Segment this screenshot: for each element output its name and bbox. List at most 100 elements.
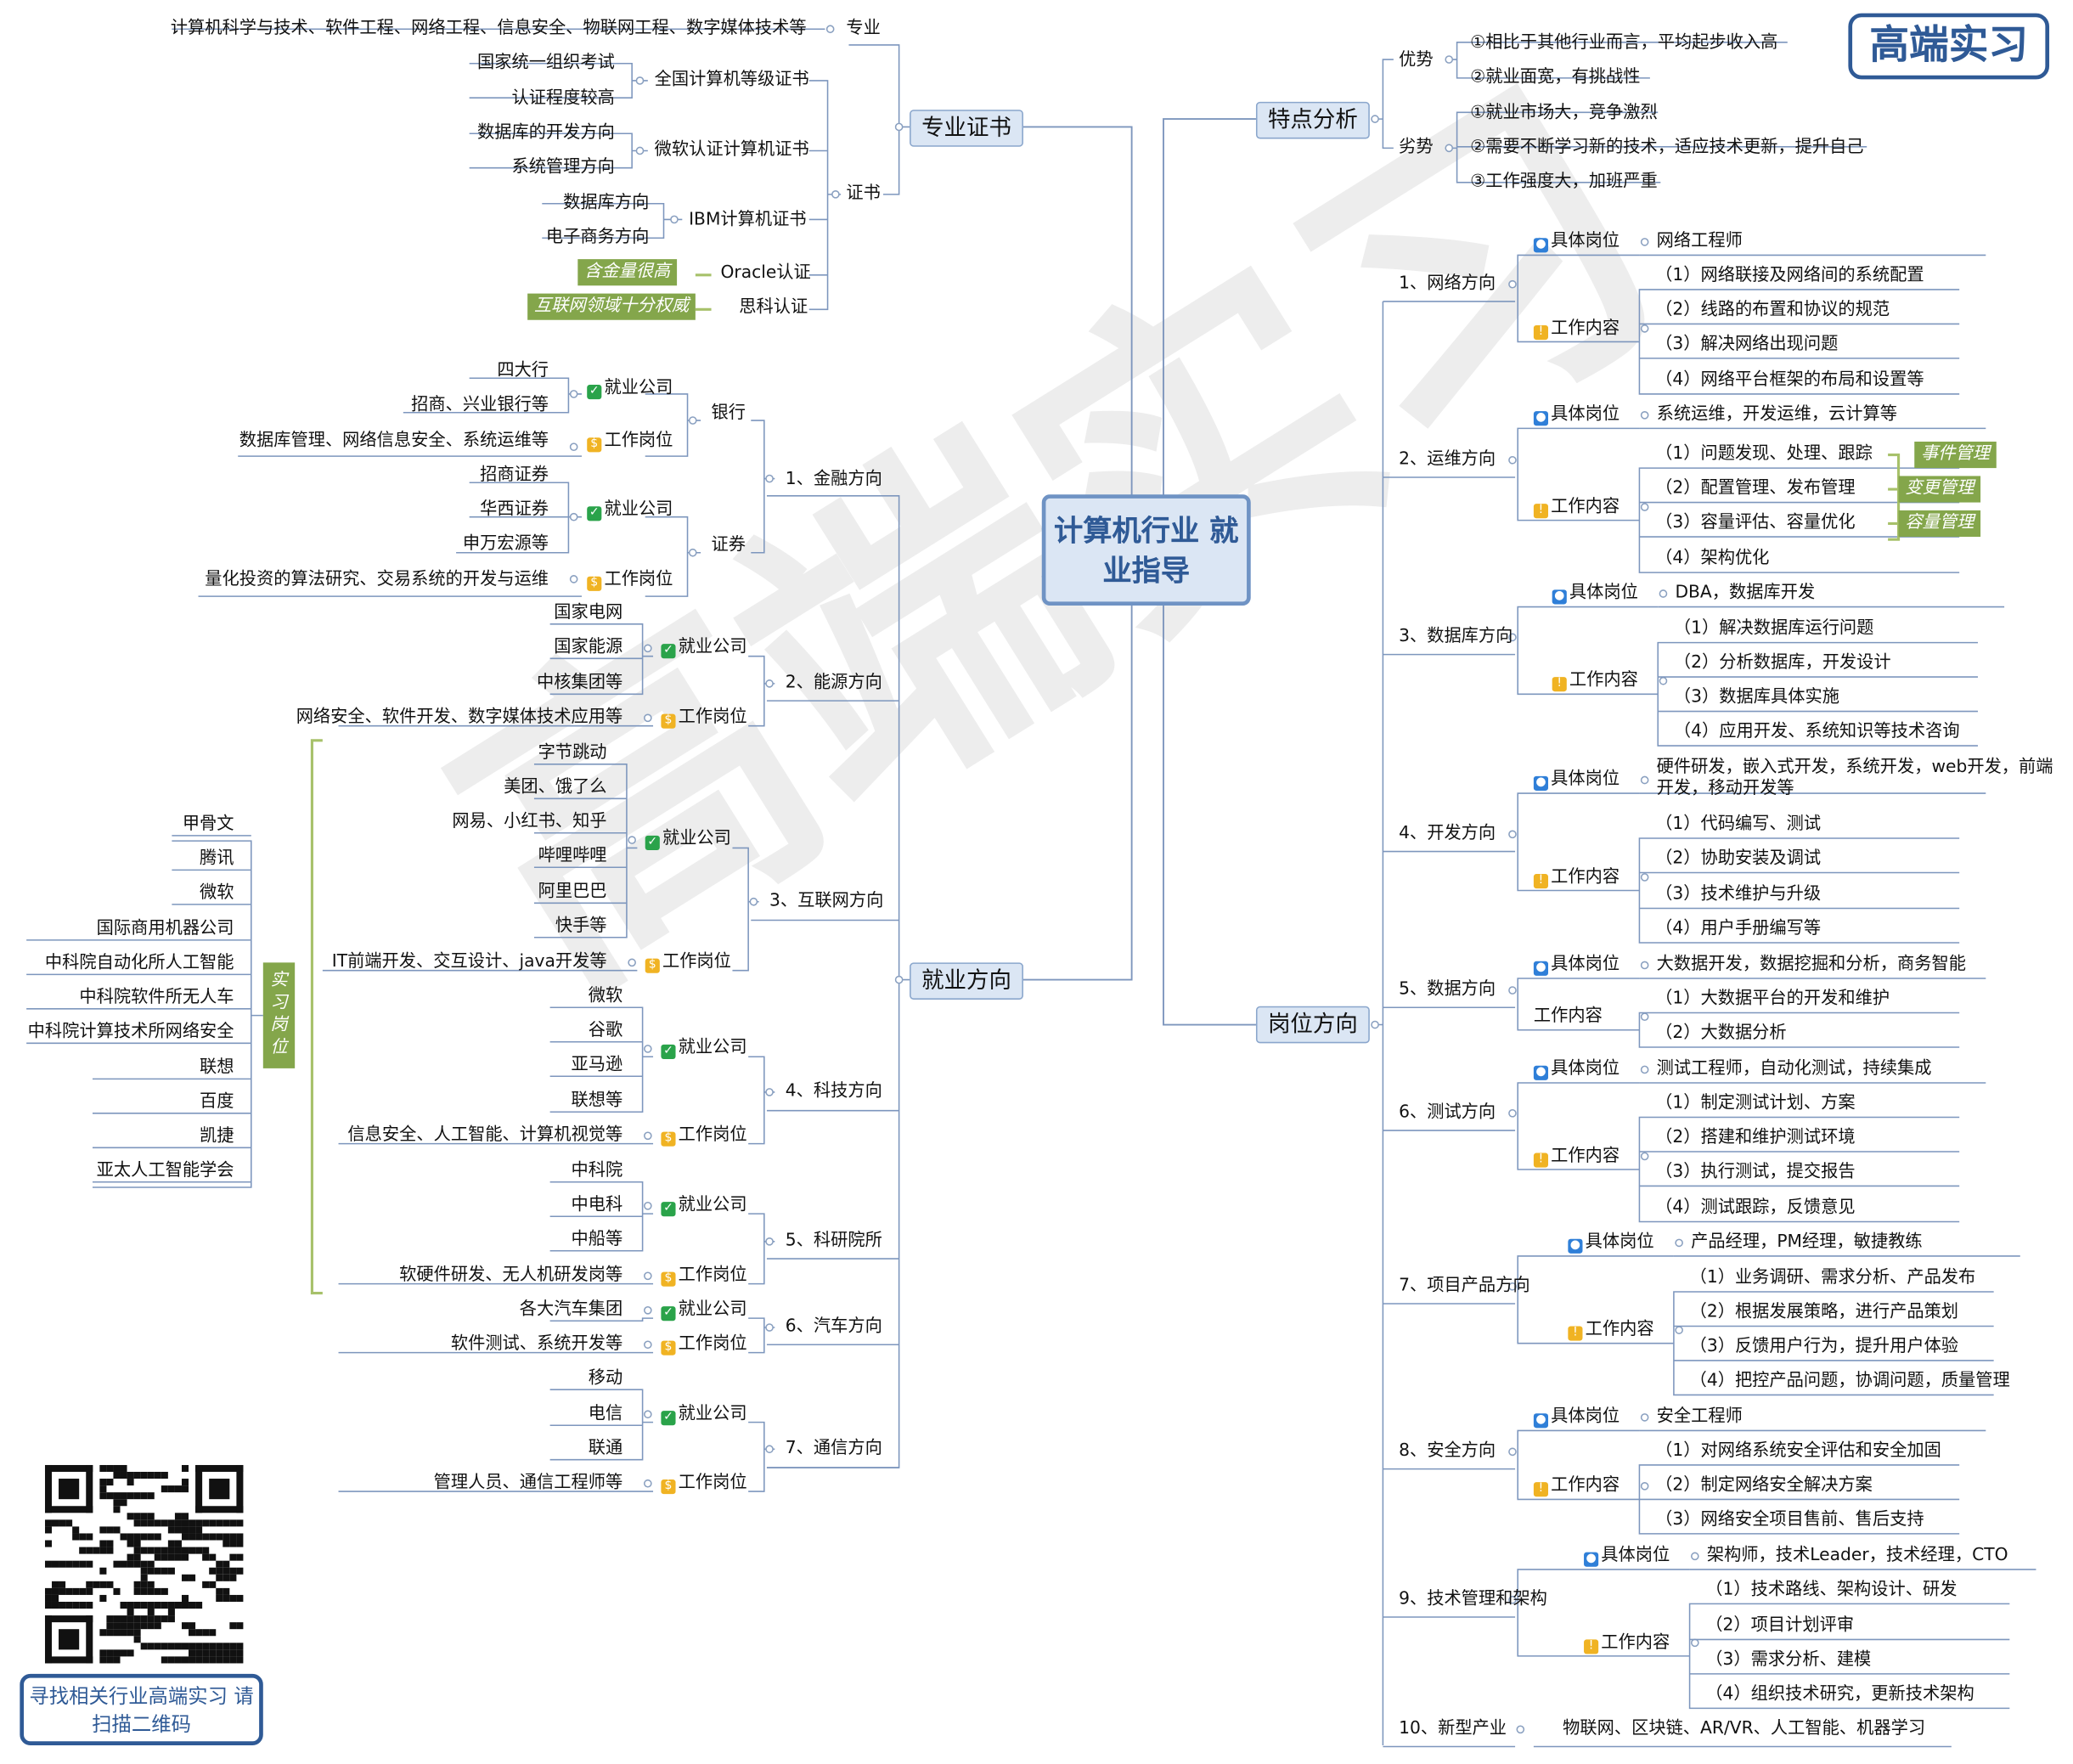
position-branch[interactable]: 7、项目产品方向 [1399,1276,1530,1296]
content-label[interactable]: !工作内容 [1533,1146,1620,1167]
company-label[interactable]: ✓就业公司 [645,830,731,851]
content-item[interactable]: （4）把控产品问题，协调问题，质量管理 [1689,1371,2010,1391]
cert-name[interactable]: Oracle认证 [720,262,811,284]
cert-detail[interactable]: 电子商务方向 [545,227,650,248]
job-label[interactable]: ●具体岗位 [1533,1406,1620,1429]
company-name[interactable]: 网易、小红书、知乎 [452,811,607,832]
company-name[interactable]: 美团、饿了么 [504,777,607,797]
employment-branch[interactable]: 7、通信方向 [785,1438,882,1459]
position-label[interactable]: $工作岗位 [661,1334,747,1355]
major-label[interactable]: 专业 [846,18,881,39]
intern-company[interactable]: 百度 [200,1091,234,1113]
cert-detail[interactable]: 数据库的开发方向 [476,122,615,144]
cert-detail[interactable]: 国家统一组织考试 [476,53,615,73]
content-item[interactable]: （3）执行测试，提交报告 [1655,1162,1856,1182]
intern-company[interactable]: 微软 [200,882,234,904]
content-label[interactable]: 工作内容 [1533,1006,1603,1027]
job-text[interactable]: 架构师，技术Leader，技术经理，CTO [1706,1545,2008,1566]
position-label[interactable]: $工作岗位 [661,1473,747,1495]
positions-topic[interactable]: 岗位方向 [1255,1006,1370,1044]
content-item[interactable]: （2）项目计划评审 [1705,1615,1855,1636]
cert-name[interactable]: 全国计算机等级证书 [654,70,809,90]
position-branch[interactable]: 1、网络方向 [1399,273,1496,294]
job-text[interactable]: 系统运维，开发运维，云计算等 [1656,404,1898,425]
job-text[interactable]: 硬件研发，嵌入式开发，系统开发，web开发，前端开发，移动开发等 [1656,758,2053,799]
position-text[interactable]: 软件测试、系统开发等 [450,1333,623,1355]
position-text[interactable]: 软硬件研发、无人机研发岗等 [399,1265,623,1286]
position-branch[interactable]: 6、测试方向 [1399,1102,1496,1123]
company-name[interactable]: 国家电网 [554,602,623,623]
cert-detail[interactable]: 数据库方向 [563,193,650,213]
content-item[interactable]: （4）组织技术研究，更新技术架构 [1705,1684,1974,1705]
content-item[interactable]: （3）数据库具体实施 [1673,687,1839,707]
intern-company[interactable]: 中科院自动化所人工智能 [44,953,234,973]
company-name[interactable]: 亚马逊 [571,1055,623,1075]
company-name[interactable]: 联想等 [571,1091,623,1111]
job-label[interactable]: ●具体岗位 [1552,583,1638,605]
advantage-item[interactable]: ②就业面宽，有挑战性 [1470,67,1641,87]
company-name[interactable]: 移动 [588,1368,623,1389]
disadvantage-item[interactable]: ③工作强度大，加班严重 [1470,172,1658,192]
content-item[interactable]: （1）网络联接及网络间的系统配置 [1655,265,1924,286]
company-label[interactable]: ✓就业公司 [661,1299,747,1322]
position-text[interactable]: 量化投资的算法研究、交易系统的开发与运维 [205,569,549,590]
sub-securities[interactable]: 证券 [711,535,746,555]
employment-topic[interactable]: 就业方向 [910,962,1023,1000]
content-item[interactable]: （2）协助安装及调试 [1655,848,1822,869]
job-label[interactable]: ●具体岗位 [1533,769,1620,791]
company-name[interactable]: 申万宏源等 [462,533,549,555]
job-text[interactable]: 安全工程师 [1656,1406,1743,1427]
content-label[interactable]: !工作内容 [1533,318,1620,340]
content-item[interactable]: （1）大数据平台的开发和维护 [1655,989,1890,1009]
content-item[interactable]: （4）应用开发、系统知识等技术咨询 [1673,722,1960,742]
intern-company[interactable]: 甲骨文 [182,814,234,835]
position-label[interactable]: $工作岗位 [661,1265,747,1287]
content-item[interactable]: （3）容量评估、容量优化 [1655,513,1856,533]
sub-bank[interactable]: 银行 [711,403,746,424]
content-item[interactable]: （3）技术维护与升级 [1655,884,1822,905]
company-name[interactable]: 谷歌 [588,1020,623,1041]
job-text[interactable]: 产品经理，PM经理，敏捷教练 [1691,1231,1923,1253]
company-name[interactable]: 各大汽车集团 [519,1299,623,1320]
content-item[interactable]: （2）分析数据库，开发设计 [1673,653,1891,673]
disadvantage-item[interactable]: ①就业市场大，竞争激烈 [1470,103,1658,123]
cert-topic[interactable]: 专业证书 [910,110,1023,147]
content-item[interactable]: （3）反馈用户行为，提升用户体验 [1689,1336,1959,1357]
position-label[interactable]: $工作岗位 [587,570,673,591]
content-label[interactable]: !工作内容 [1533,497,1620,518]
content-item[interactable]: （4）用户手册编写等 [1655,918,1822,939]
content-label[interactable]: !工作内容 [1568,1320,1654,1341]
company-label[interactable]: ✓就业公司 [587,378,673,400]
cert-label[interactable]: 证书 [846,183,881,204]
emerging-industries[interactable]: 物联网、区块链、AR/VR、人工智能、机器学习 [1563,1718,1926,1739]
intern-company[interactable]: 中科院计算技术所网络安全 [27,1022,234,1042]
company-name[interactable]: 华西证券 [480,499,549,520]
content-item[interactable]: （2）配置管理、发布管理 [1655,478,1856,499]
job-label[interactable]: ●具体岗位 [1533,231,1620,253]
advantage-item[interactable]: ①相比于其他行业而言，平均起步收入高 [1470,32,1778,54]
content-item[interactable]: （3）需求分析、建模 [1705,1649,1872,1671]
position-branch[interactable]: 9、技术管理和架构 [1399,1589,1547,1609]
content-item[interactable]: （3）网络安全项目售前、售后支持 [1655,1509,1924,1530]
job-text[interactable]: 网络工程师 [1656,231,1743,251]
company-name[interactable]: 联通 [588,1438,623,1459]
content-item[interactable]: （3）解决网络出现问题 [1655,334,1839,355]
intern-company[interactable]: 联想 [200,1057,234,1078]
company-name[interactable]: 中船等 [571,1229,623,1250]
company-label[interactable]: ✓就业公司 [661,1195,747,1217]
company-name[interactable]: 招商证券 [480,465,549,486]
content-item[interactable]: （4）测试跟踪，反馈意见 [1655,1198,1856,1218]
major-text[interactable]: 计算机科学与技术、软件工程、网络工程、信息安全、物联网工程、数字媒体技术等 [170,18,807,39]
content-item[interactable]: （1）对网络系统安全评估和安全加固 [1655,1440,1941,1462]
company-name[interactable]: 中核集团等 [537,673,623,693]
position-text[interactable]: 数据库管理、网络信息安全、系统运维等 [239,431,549,451]
position-label[interactable]: $工作岗位 [661,1125,747,1147]
employment-branch[interactable]: 4、科技方向 [785,1081,882,1102]
company-label[interactable]: ✓就业公司 [661,1038,747,1060]
cert-name[interactable]: 微软认证计算机证书 [654,140,809,161]
position-text[interactable]: 信息安全、人工智能、计算机视觉等 [347,1124,623,1146]
features-topic[interactable]: 特点分析 [1255,101,1370,139]
job-label[interactable]: ●具体岗位 [1568,1232,1654,1254]
company-name[interactable]: 中电科 [571,1195,623,1215]
advantage-label[interactable]: 优势 [1399,50,1434,70]
